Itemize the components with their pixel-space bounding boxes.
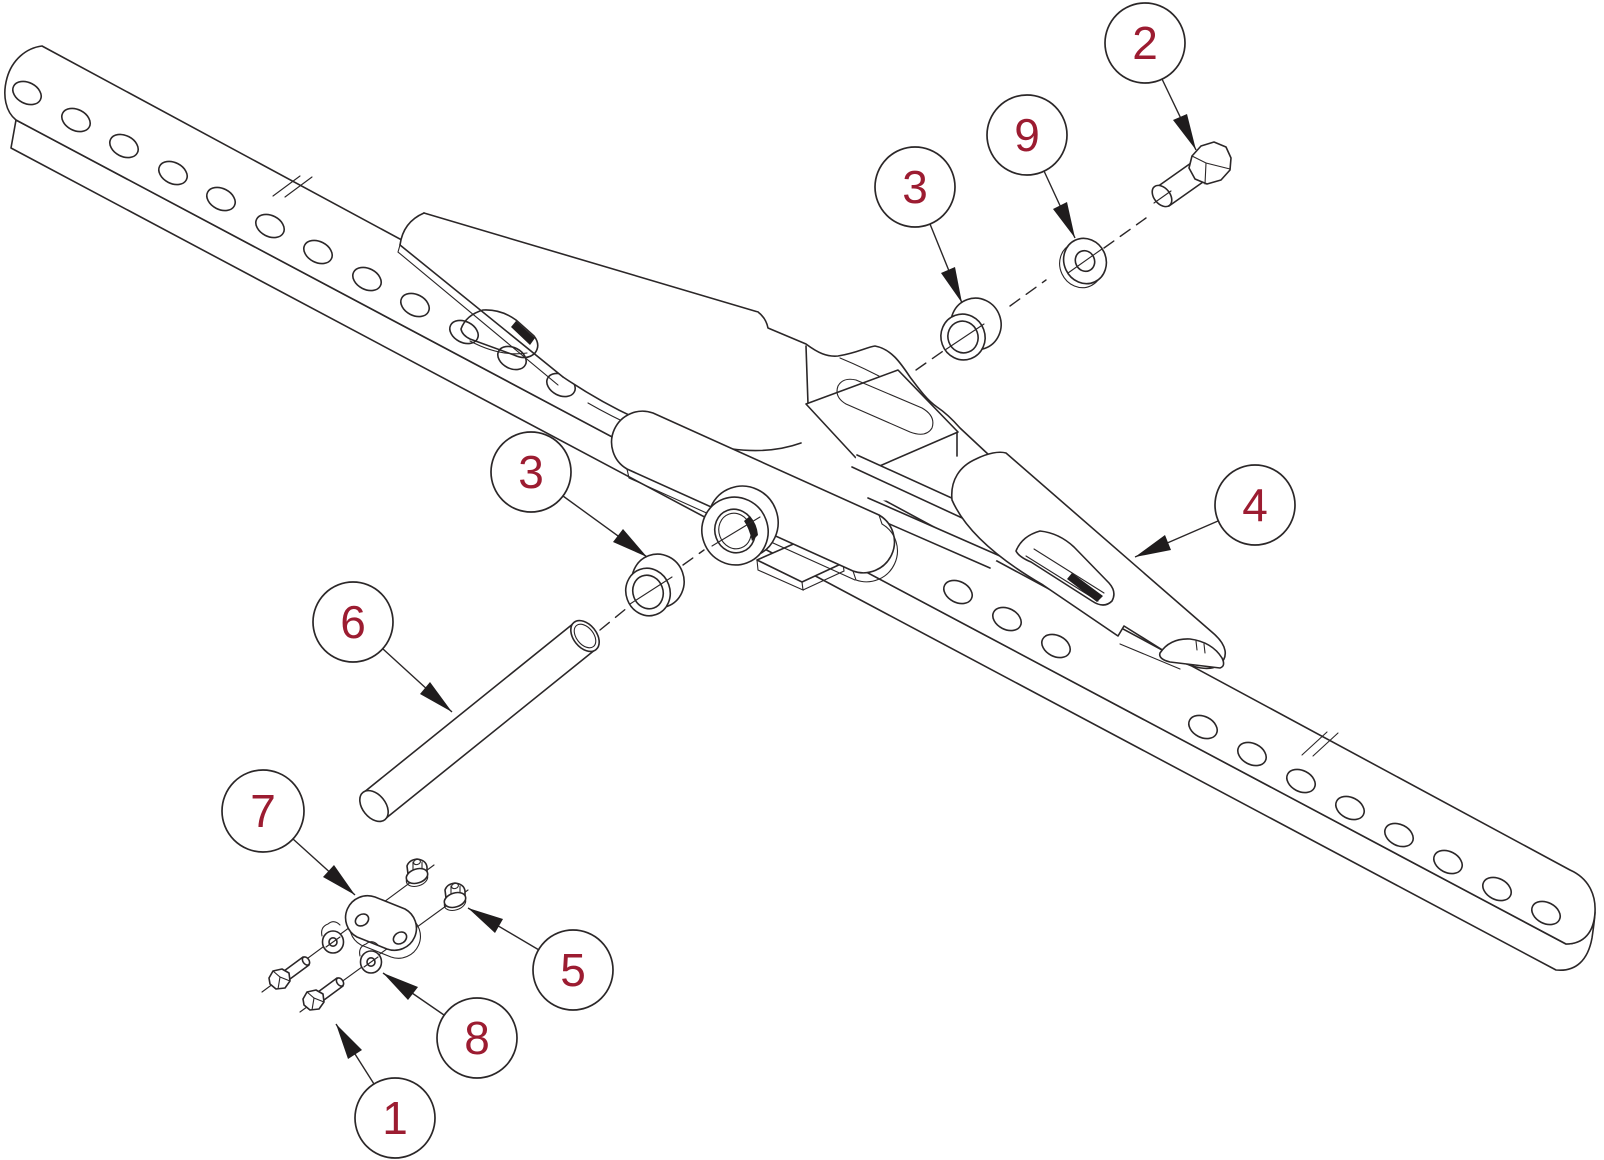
callout-9[interactable]: 9 bbox=[986, 94, 1076, 239]
callout-6[interactable]: 6 bbox=[312, 581, 453, 713]
balloon-number: 3 bbox=[518, 446, 544, 498]
drawbar-holes-left bbox=[12, 80, 576, 398]
drawbar-holes-right bbox=[943, 579, 1561, 926]
hardware-cluster bbox=[261, 858, 469, 1013]
callout-7[interactable]: 7 bbox=[221, 769, 356, 896]
balloon-circle[interactable] bbox=[1104, 2, 1186, 84]
rockshaft-casting bbox=[397, 212, 1226, 670]
right-plate-slot bbox=[1015, 530, 1115, 606]
pivot-pin bbox=[359, 619, 600, 823]
left-plate-slot bbox=[460, 309, 539, 359]
callouts: 2 9 3 3 4 bbox=[221, 2, 1296, 1159]
balloon-circle[interactable] bbox=[986, 94, 1068, 176]
balloon-number: 2 bbox=[1132, 17, 1158, 69]
balloon-circle[interactable] bbox=[532, 929, 614, 1011]
balloon-number: 8 bbox=[464, 1012, 490, 1064]
balloon-circle[interactable] bbox=[312, 581, 394, 663]
right-plate-tab bbox=[1158, 638, 1225, 669]
balloon-number: 6 bbox=[340, 596, 366, 648]
flange-nut-center bbox=[359, 941, 383, 974]
arrowhead bbox=[613, 529, 647, 557]
balloon-number: 7 bbox=[250, 785, 276, 837]
flange-nut-left bbox=[321, 921, 345, 954]
callout-3-upper[interactable]: 3 bbox=[874, 146, 963, 304]
arrowhead bbox=[420, 682, 452, 712]
gusset-plate bbox=[805, 369, 959, 472]
hex-bolt-small-a bbox=[268, 956, 311, 990]
flange-nut-top bbox=[405, 858, 429, 888]
arrowhead bbox=[383, 973, 418, 1000]
balloon-circle[interactable] bbox=[490, 431, 572, 513]
callout-1[interactable]: 1 bbox=[335, 1023, 436, 1159]
hex-bolt-small-b bbox=[302, 977, 345, 1011]
assembly-centerline bbox=[599, 217, 1147, 631]
bushing-upper bbox=[940, 297, 1002, 361]
flange-nut-right bbox=[443, 882, 467, 912]
balloon-circle[interactable] bbox=[436, 997, 518, 1079]
balloon-circle[interactable] bbox=[354, 1077, 436, 1159]
balloon-number: 1 bbox=[382, 1092, 408, 1144]
callout-8[interactable]: 8 bbox=[382, 972, 518, 1079]
balloon-circle[interactable] bbox=[221, 769, 305, 853]
arrowhead bbox=[1173, 114, 1196, 150]
drawbar-break-lines bbox=[272, 175, 1339, 757]
balloon-circle[interactable] bbox=[1214, 464, 1296, 546]
balloon-number: 9 bbox=[1014, 109, 1040, 161]
flat-washer bbox=[1059, 237, 1108, 289]
balloon-number: 4 bbox=[1242, 479, 1268, 531]
callout-5[interactable]: 5 bbox=[467, 907, 614, 1011]
clevis-strips bbox=[851, 454, 1001, 569]
arrowhead bbox=[468, 908, 503, 933]
bushing-lower bbox=[624, 553, 685, 617]
arrowhead bbox=[336, 1024, 362, 1059]
balloon-circle[interactable] bbox=[874, 146, 956, 228]
cover-plate bbox=[344, 894, 418, 952]
balloon-number: 5 bbox=[560, 944, 586, 996]
pivot-boss bbox=[701, 485, 779, 566]
arrowhead bbox=[323, 865, 355, 895]
callout-4[interactable]: 4 bbox=[1134, 464, 1296, 558]
arrowhead bbox=[941, 267, 962, 303]
arrowhead bbox=[1135, 535, 1171, 557]
left-wing-plate bbox=[400, 213, 758, 377]
arrowhead bbox=[1053, 202, 1075, 238]
callout-2[interactable]: 2 bbox=[1104, 2, 1197, 151]
hex-bolt-top bbox=[1151, 141, 1232, 208]
callout-3-lower[interactable]: 3 bbox=[490, 431, 648, 558]
balloon-number: 3 bbox=[902, 161, 928, 213]
